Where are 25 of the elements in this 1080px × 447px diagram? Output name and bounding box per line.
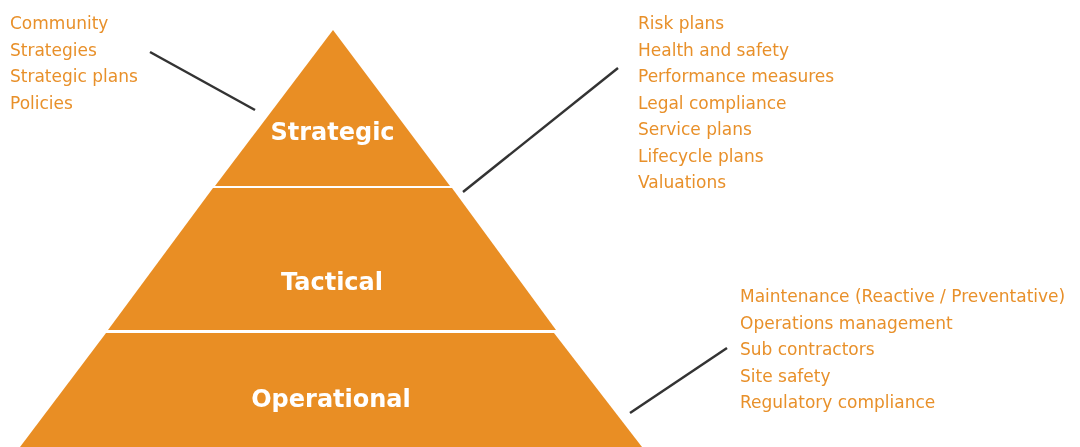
list-item: Site safety xyxy=(740,364,831,388)
list-item: Strategies xyxy=(10,38,97,62)
list-item: Performance measures xyxy=(638,65,835,88)
list-item: Lifecycle plans xyxy=(638,144,764,168)
list-item: Policies xyxy=(10,91,73,115)
list-item: Sub contractors xyxy=(740,338,875,361)
list-item: Operations management xyxy=(740,311,953,335)
list-item: Service plans xyxy=(638,118,752,141)
pyramid-tier xyxy=(108,188,556,330)
list-item: Maintenance (Reactive / Preventative) xyxy=(740,285,1066,308)
list-item: Legal compliance xyxy=(638,91,787,115)
list-item: Community xyxy=(10,12,109,35)
leader-line xyxy=(462,67,619,193)
tier-label: Tactical xyxy=(279,268,384,296)
leader-line xyxy=(629,346,728,415)
leader-line xyxy=(149,50,256,112)
list-item: Health and safety xyxy=(638,38,790,62)
list-item: Regulatory compliance xyxy=(740,391,936,414)
list-item: Risk plans xyxy=(638,12,725,35)
tier-label: Strategic xyxy=(269,118,396,146)
list-item: Valuations xyxy=(638,171,727,194)
pyramid-tier xyxy=(20,333,642,447)
list-item: Strategic plans xyxy=(10,65,138,88)
tier-label: Operational xyxy=(250,385,412,413)
pyramid-tier xyxy=(215,30,450,186)
